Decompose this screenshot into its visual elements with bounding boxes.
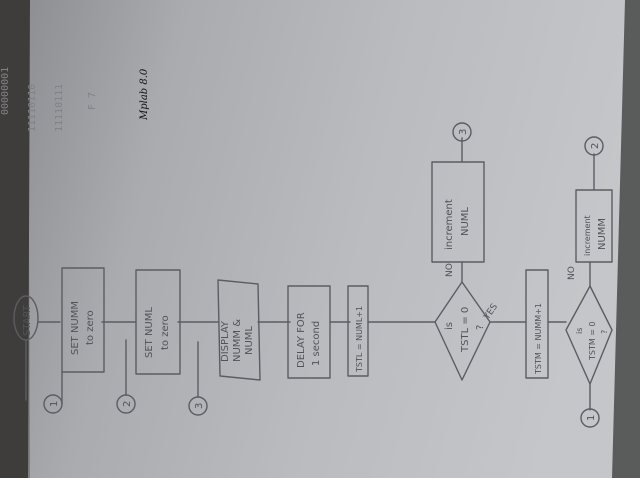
connector-1-left-label: 1 bbox=[49, 401, 60, 407]
increment-numl-box: increment NUML bbox=[431, 161, 485, 263]
tstm-decision-line-2: TSTM = 0 bbox=[588, 321, 597, 361]
hex-note: F 7 bbox=[87, 92, 98, 110]
tstm-decision-line-3: ? bbox=[600, 330, 609, 334]
set-numl-line-1: SET NUML bbox=[144, 307, 155, 358]
tstl-decision-line-1: is bbox=[444, 322, 455, 330]
no-label-top: NO bbox=[445, 263, 455, 277]
start-label: START bbox=[22, 304, 33, 336]
connector-2-left: 2 bbox=[116, 339, 136, 414]
connector-2-right-label: 2 bbox=[590, 143, 601, 149]
binary-note-2: 11110110 bbox=[27, 84, 38, 132]
binary-note-3: 11110111 bbox=[54, 84, 65, 132]
set-numm-line-1: SET NUMM bbox=[70, 301, 81, 355]
connector-3-right-label: 3 bbox=[458, 129, 469, 135]
delay-box: DELAY FOR 1 second bbox=[287, 285, 331, 379]
no-label-bottom: NO bbox=[567, 266, 577, 280]
tstl-assign-box: TSTL = NUML+1 bbox=[347, 285, 369, 377]
set-numm-line-2: to zero bbox=[85, 310, 96, 345]
delay-line-2: 1 second bbox=[311, 321, 322, 366]
set-numl-box: SET NUML to zero bbox=[135, 269, 181, 375]
binary-note-1: 00000001 bbox=[0, 67, 11, 115]
connector-1-left: 1 bbox=[43, 371, 63, 414]
display-line-1: DISPLAY bbox=[220, 320, 231, 362]
notes: 00000001 11110110 11110111 F 7 Mplab 8.0 bbox=[0, 67, 150, 132]
connector-1-bottom: 1 bbox=[580, 408, 600, 428]
tstl-assign-label: TSTL = NUML+1 bbox=[355, 306, 364, 373]
connector-1-bottom-label: 1 bbox=[586, 415, 597, 421]
tstm-decision: is TSTM = 0 ? bbox=[565, 285, 613, 385]
tstm-assign-label: TSTM = NUMM+1 bbox=[534, 303, 543, 375]
connector-3-left: 3 bbox=[188, 341, 208, 416]
display-box: DISPLAY NUMM & NUML bbox=[217, 279, 261, 381]
connector-2-right: 2 bbox=[584, 136, 604, 156]
set-numm-box: SET NUMM to zero bbox=[61, 267, 105, 373]
tstl-decision-line-2: TSTL = 0 bbox=[460, 307, 471, 353]
connector-3-right: 3 bbox=[452, 122, 472, 142]
tstm-assign-box: TSTM = NUMM+1 bbox=[525, 269, 549, 379]
tstm-decision-line-1: is bbox=[575, 328, 584, 334]
increment-numm-line-2: NUMM bbox=[597, 218, 608, 250]
connector-2-left-label: 2 bbox=[122, 401, 133, 407]
connector-3-left-label: 3 bbox=[194, 403, 205, 409]
increment-numm-line-1: increment bbox=[583, 215, 592, 256]
tools-note: Mplab 8.0 bbox=[139, 68, 150, 121]
display-line-3: NUML bbox=[244, 326, 255, 355]
set-numl-line-2: to zero bbox=[160, 315, 171, 350]
delay-line-1: DELAY FOR bbox=[296, 312, 307, 368]
display-line-2: NUMM & bbox=[232, 319, 243, 362]
increment-numl-line-2: NUML bbox=[460, 207, 471, 236]
increment-numl-line-1: increment bbox=[444, 199, 455, 250]
tstl-decision-line-3: ? bbox=[475, 325, 486, 330]
